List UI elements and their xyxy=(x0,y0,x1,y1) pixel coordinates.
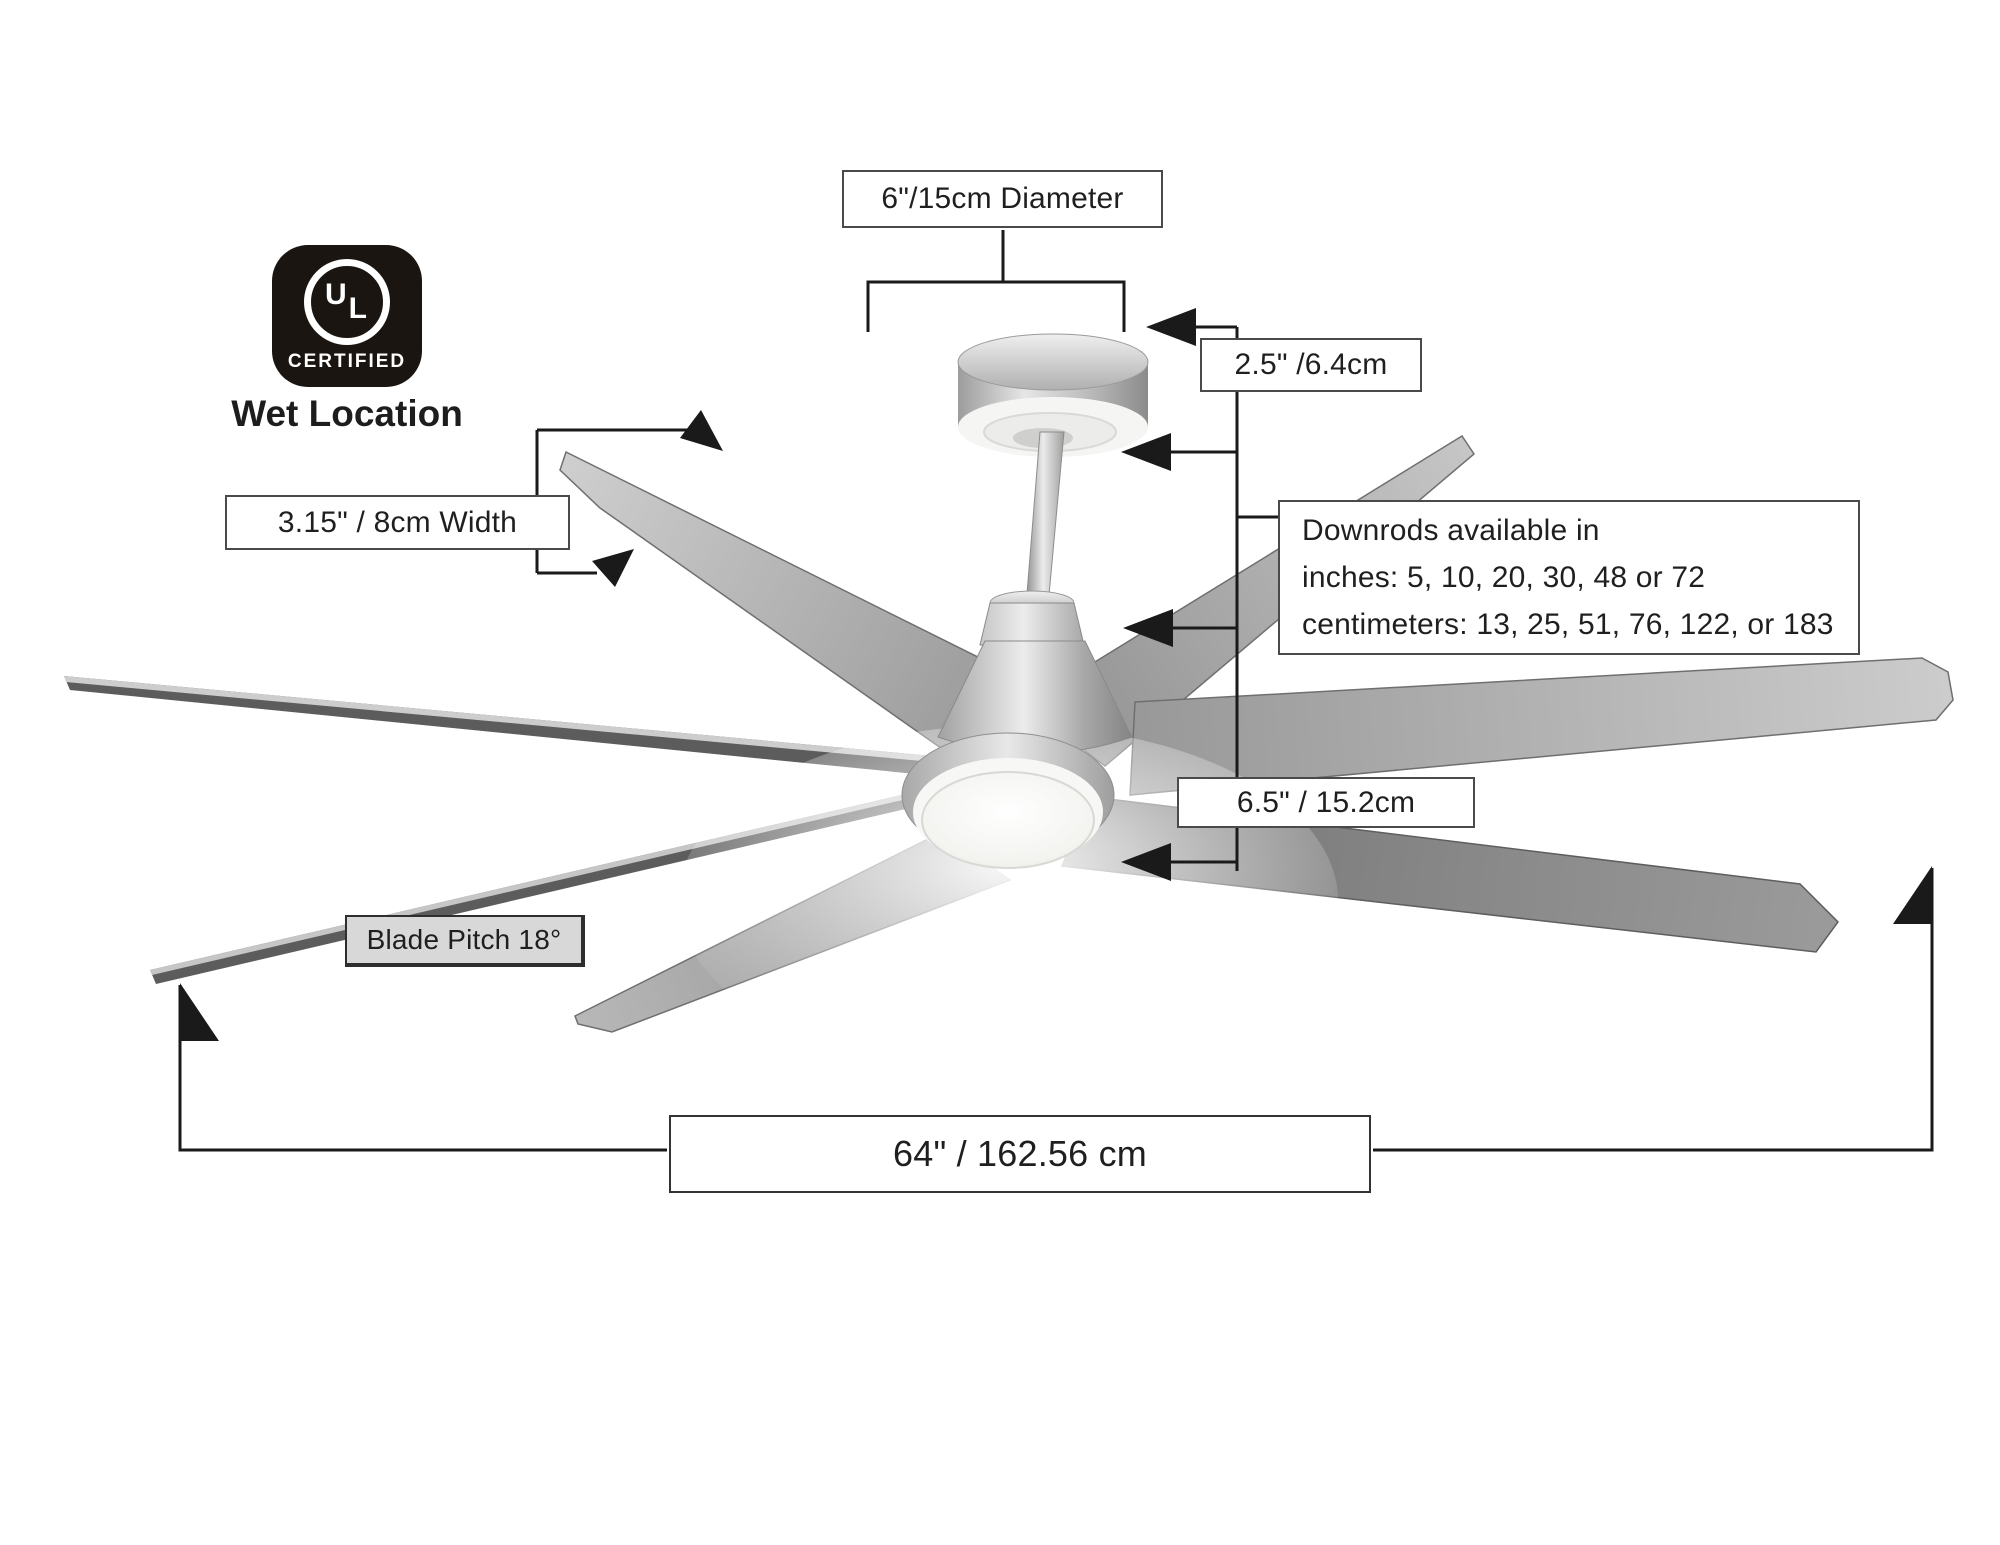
hub-height-label: 6.5" / 15.2cm xyxy=(1177,777,1475,828)
arrow-canopy-top xyxy=(1146,308,1196,346)
ul-logo-icon: U L xyxy=(304,259,390,345)
ul-logo-l: L xyxy=(348,292,367,325)
arrow-canopy-bottom xyxy=(1121,433,1171,471)
light-lens xyxy=(921,771,1095,869)
downrods-note: Downrods available in inches: 5, 10, 20,… xyxy=(1278,500,1860,655)
arrow-span-right xyxy=(1893,866,1932,924)
downrods-note-line3: centimeters: 13, 25, 51, 76, 122, or 183 xyxy=(1302,608,1834,641)
wet-location-rating: Wet Location xyxy=(231,393,463,434)
blade-span-label: 64" / 162.56 cm xyxy=(669,1115,1371,1193)
fan-light-kit xyxy=(901,732,1115,869)
downrods-note-line1: Downrods available in xyxy=(1302,514,1600,547)
downrods-note-line2: inches: 5, 10, 20, 30, 48 or 72 xyxy=(1302,561,1706,594)
arrow-span-left xyxy=(180,983,219,1041)
ul-logo-u: U xyxy=(325,278,347,311)
arrow-blade-width-bottom xyxy=(592,549,634,587)
diameter-bracket xyxy=(866,230,1126,332)
span-measure-line xyxy=(178,868,1934,1152)
canopy-top xyxy=(957,333,1149,391)
ul-certified-text: CERTIFIED xyxy=(287,351,407,372)
fan-blade-thin-left-highlight xyxy=(64,676,933,762)
canopy-diameter-label: 6"/15cm Diameter xyxy=(842,170,1163,228)
fan-canopy xyxy=(957,333,1149,457)
light-glow xyxy=(678,725,1338,1075)
fan-blade-upper-left xyxy=(559,450,1022,760)
canopy-height-label: 2.5" /6.4cm xyxy=(1200,338,1422,392)
arrow-blade-width-top xyxy=(680,410,723,451)
blade-width-label: 3.15" / 8cm Width xyxy=(225,495,570,550)
blade-pitch-label: Blade Pitch 18° xyxy=(345,915,585,967)
height-measure-line xyxy=(1168,325,1278,871)
arrow-downrod-bottom xyxy=(1123,609,1173,647)
ul-certified-badge: U L CERTIFIED xyxy=(272,245,422,387)
arrow-light-bottom xyxy=(1121,843,1171,881)
